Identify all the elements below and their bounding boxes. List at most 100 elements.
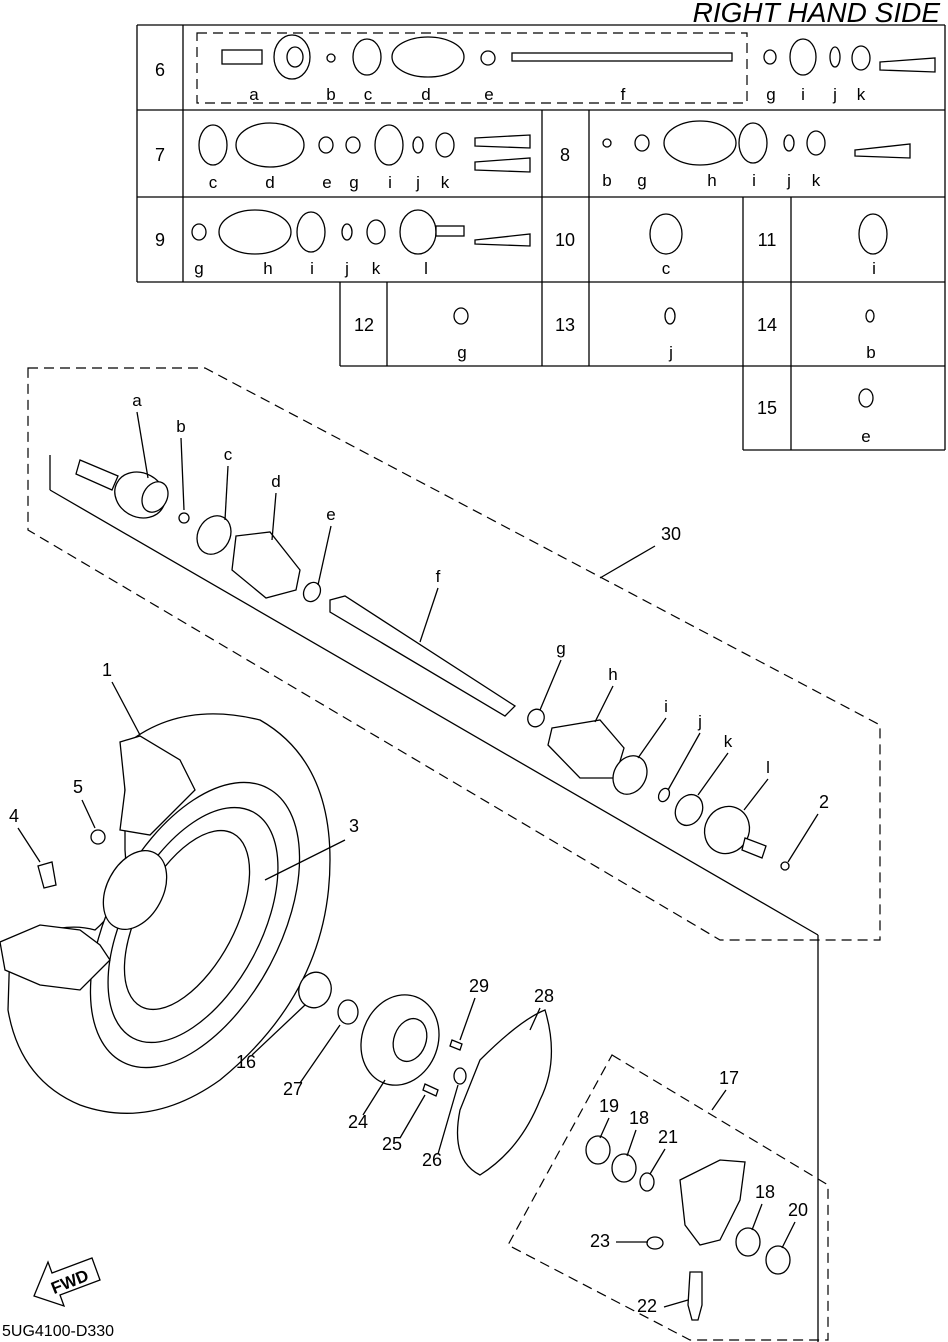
spacer-5: [298, 971, 332, 1009]
oring-26: [453, 1067, 467, 1085]
svg-text:a: a: [249, 85, 259, 104]
label-a: a: [132, 391, 142, 410]
kit-row-9-parts: [191, 209, 531, 255]
band-g: [527, 708, 545, 728]
svg-text:i: i: [752, 171, 756, 190]
kit-letter: j: [668, 343, 673, 362]
callout-25: 25: [382, 1134, 402, 1154]
svg-text:e: e: [322, 173, 331, 192]
circlip-16: [780, 861, 790, 871]
callout-28: 28: [534, 986, 554, 1006]
callout-20: 20: [788, 1200, 808, 1220]
page-title: RIGHT HAND SIDE: [693, 0, 941, 28]
bearing-19: [585, 1135, 611, 1165]
callout-26: 26: [422, 1150, 442, 1170]
svg-text:f: f: [621, 85, 626, 104]
svg-text:b: b: [602, 171, 611, 190]
svg-text:d: d: [265, 173, 274, 192]
kit-number: 6: [155, 60, 165, 80]
svg-text:g: g: [637, 171, 646, 190]
svg-text:i: i: [388, 173, 392, 192]
wheel-center: [102, 850, 168, 930]
kit-row-9-letters: g h i j k l: [194, 259, 428, 278]
kit-number: 10: [555, 230, 575, 250]
cv-joint-outer: [75, 459, 169, 519]
knuckle: [679, 1159, 746, 1246]
boot-band-c: [196, 515, 232, 555]
seal-20: [765, 1245, 791, 1275]
kit-number: 15: [757, 398, 777, 418]
axle-shaft-f: [329, 595, 517, 717]
callout-29: 29: [469, 976, 489, 996]
kit-letter: b: [866, 343, 875, 362]
tire-cutaway: [0, 924, 111, 991]
kit-letter: e: [861, 427, 870, 446]
kit-number: 9: [155, 230, 165, 250]
label-d: d: [271, 472, 280, 491]
label-b: b: [176, 417, 185, 436]
kit-letter: c: [662, 259, 671, 278]
ball-joint-22: [687, 1271, 703, 1321]
kit-row-7-letters: c d e g i j k: [209, 173, 450, 192]
fwd-label: FWD: [48, 1266, 91, 1298]
bolt-25: [422, 1083, 439, 1097]
svg-text:i: i: [801, 85, 805, 104]
brake-disc-28: [456, 1009, 553, 1176]
svg-text:g: g: [349, 173, 358, 192]
boot-d: [231, 531, 301, 599]
svg-text:l: l: [424, 259, 428, 278]
kit-row-6-letters: a b c d e f g i j k: [249, 85, 865, 104]
svg-text:j: j: [832, 85, 837, 104]
kit-number: 7: [155, 145, 165, 165]
band-e: [302, 581, 322, 603]
kit-number: 13: [555, 315, 575, 335]
svg-text:h: h: [263, 259, 272, 278]
kit-letter: i: [872, 259, 876, 278]
circlip-21: [639, 1172, 655, 1192]
bolt-29: [449, 1039, 463, 1051]
kit-row-8-parts: [602, 120, 911, 166]
wheel-tire: [0, 713, 331, 1114]
callout-18a: 18: [629, 1108, 649, 1128]
fwd-arrow-icon: FWD: [33, 1257, 101, 1308]
svg-text:k: k: [441, 173, 450, 192]
kit-number: 14: [757, 315, 777, 335]
callout-1: 3: [349, 816, 359, 836]
nut-27: [337, 999, 359, 1025]
valve-stem-3: [37, 861, 57, 889]
label-i: i: [664, 697, 668, 716]
svg-text:c: c: [364, 85, 373, 104]
bearing-18b: [735, 1227, 761, 1257]
svg-text:i: i: [310, 259, 314, 278]
svg-text:h: h: [707, 171, 716, 190]
kit-row-7-parts: [198, 122, 531, 173]
callout-24: 24: [348, 1112, 368, 1132]
svg-text:k: k: [812, 171, 821, 190]
kit-table: 6 7 8 9 10 11 12 13 14 15 a b c: [136, 24, 946, 451]
label-h: h: [608, 665, 617, 684]
svg-text:e: e: [484, 85, 493, 104]
callout-23: 23: [590, 1231, 610, 1251]
callout-4: 5: [73, 777, 83, 797]
callout-5: 16: [236, 1052, 256, 1072]
svg-text:k: k: [372, 259, 381, 278]
circlip-23: [646, 1236, 664, 1250]
kit-number: 12: [354, 315, 374, 335]
circlip-b: [178, 512, 190, 524]
kit-number: 11: [758, 230, 777, 250]
svg-text:b: b: [326, 85, 335, 104]
label-e: e: [326, 505, 335, 524]
svg-text:g: g: [766, 85, 775, 104]
callout-30: 30: [661, 524, 681, 544]
svg-text:k: k: [857, 85, 866, 104]
svg-text:j: j: [415, 173, 420, 192]
cv-joint-inner-l: [703, 805, 767, 859]
bearing-18a: [611, 1153, 637, 1183]
callout-17: 17: [719, 1068, 739, 1088]
diagram-code: 5UG4100-D330: [2, 1323, 114, 1340]
callout-16: 2: [819, 792, 829, 812]
label-l: l: [766, 758, 770, 777]
label-g: g: [556, 639, 565, 658]
valve-cap-4: [90, 829, 106, 845]
